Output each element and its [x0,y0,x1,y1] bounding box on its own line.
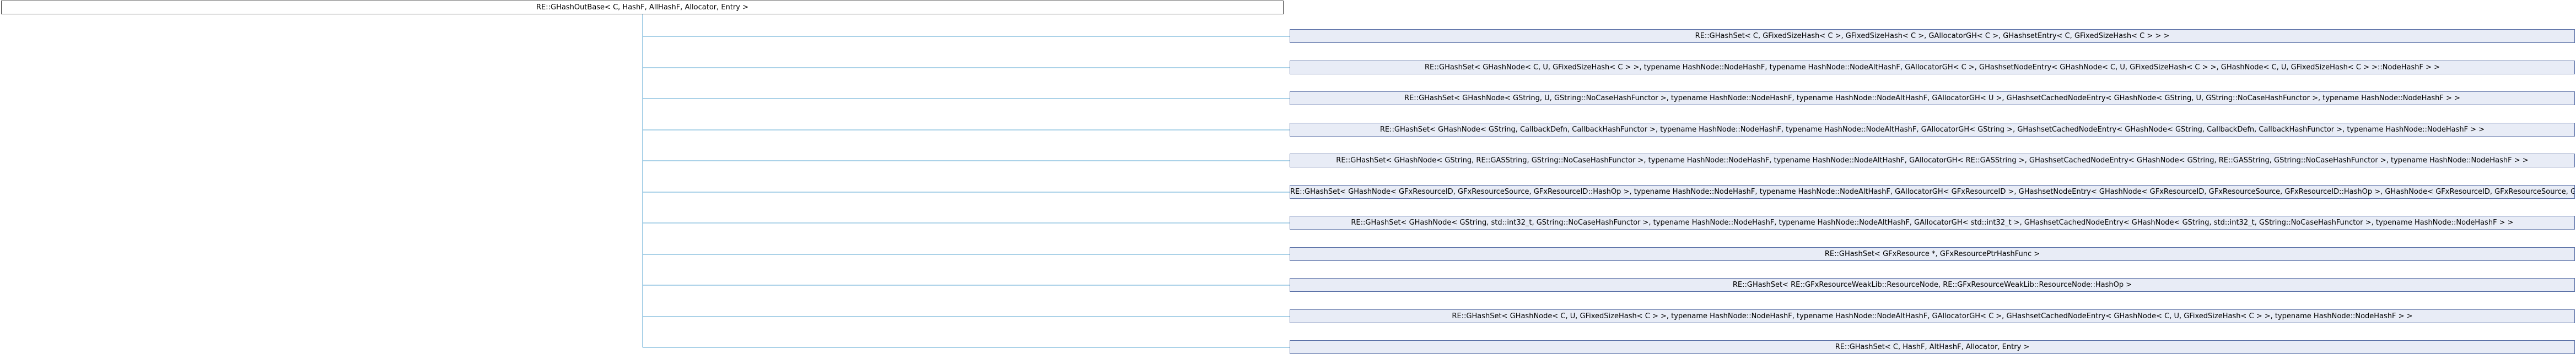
derived-class-node[interactable]: RE::GHashSet< GHashNode< GString, U, GSt… [1290,91,2575,105]
derived-class-node[interactable]: RE::GHashSet< GHashNode< GFxResourceID, … [1290,185,2575,199]
derived-class-node[interactable]: RE::GHashSet< GFxResource *, GFxResource… [1290,247,2575,261]
derived-class-node[interactable]: RE::GHashSet< C, HashF, AltHashF, Alloca… [1290,340,2575,354]
root-class-node[interactable]: RE::GHashOutBase< C, HashF, AllHashF, Al… [1,1,1284,14]
derived-class-node[interactable]: RE::GHashSet< GHashNode< C, U, GFixedSiz… [1290,309,2575,323]
derived-class-node[interactable]: RE::GHashSet< GHashNode< GString, Callba… [1290,123,2575,137]
derived-class-node[interactable]: RE::GHashSet< GHashNode< GString, std::i… [1290,216,2575,230]
derived-class-node[interactable]: RE::GHashSet< GHashNode< GString, RE::GA… [1290,154,2575,167]
derived-class-node[interactable]: RE::GHashSet< RE::GFxResourceWeakLib::Re… [1290,278,2575,292]
derived-class-node[interactable]: RE::GHashSet< C, GFixedSizeHash< C >, GF… [1290,29,2575,43]
derived-class-node[interactable]: RE::GHashSet< GHashNode< C, U, GFixedSiz… [1290,61,2575,74]
